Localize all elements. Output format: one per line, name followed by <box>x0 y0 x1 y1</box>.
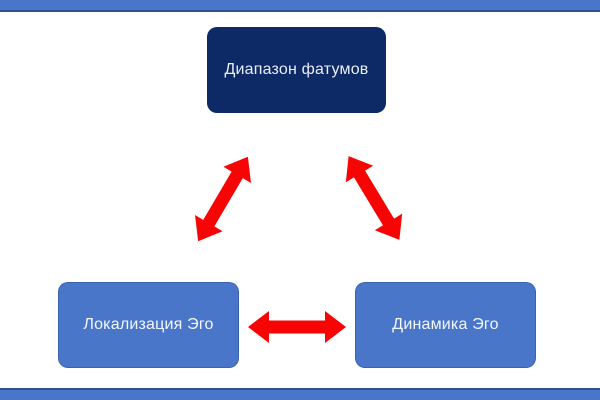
double-arrow-top-to-bottom-left <box>195 156 251 242</box>
double-arrow-bottom-left-to-bottom-right <box>248 311 346 343</box>
node-label: Диапазон фатумов <box>224 61 369 78</box>
diagram-node-diapazon-fatumov: Диапазон фатумов <box>207 27 386 113</box>
diagram-node-dinamika-ego: Динамика Эго <box>355 282 536 368</box>
double-arrow-shape <box>345 156 403 240</box>
double-arrow-shape <box>248 311 346 343</box>
node-label: Локализация Эго <box>83 316 214 333</box>
bottom-accent-bar <box>0 388 600 400</box>
double-arrow-shape <box>195 156 251 242</box>
diagram-node-lokalizaciya-ego: Локализация Эго <box>58 282 239 368</box>
double-arrow-top-to-bottom-right <box>345 156 403 240</box>
node-label: Динамика Эго <box>392 316 499 333</box>
top-accent-bar <box>0 0 600 12</box>
